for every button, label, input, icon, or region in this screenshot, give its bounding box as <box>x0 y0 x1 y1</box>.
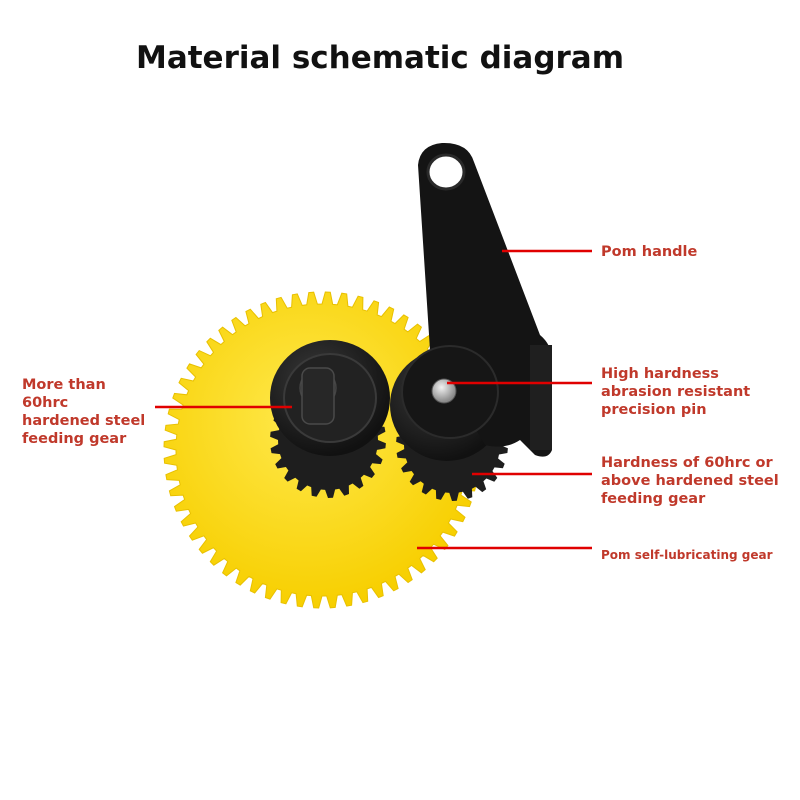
precision-pin <box>431 378 457 404</box>
label-right-feeding-gear: Hardness of 60hrc or above hardened stee… <box>601 455 779 507</box>
label-precision-pin: High hardness abrasion resistant precisi… <box>601 366 751 418</box>
diagram-title: Material schematic diagram <box>135 40 625 76</box>
label-left-feeding-gear: More than 60hrc hardened steel feeding g… <box>22 377 146 447</box>
leader-lines <box>155 249 592 550</box>
label-pom-handle: Pom handle <box>601 244 698 260</box>
label-pom-gear: Pom self-lubricating gear <box>601 548 773 562</box>
pom-handle <box>401 142 552 457</box>
left-feeding-gear <box>270 340 390 498</box>
